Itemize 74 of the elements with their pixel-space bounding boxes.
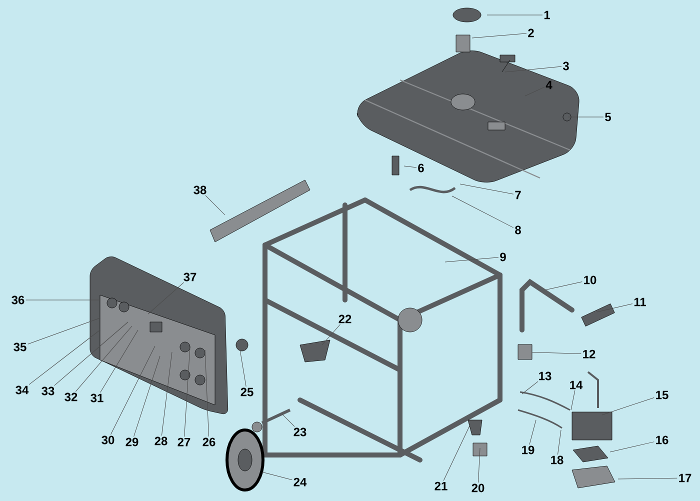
leader-line: [460, 184, 514, 194]
callout-number: 9: [500, 252, 506, 262]
callout-number: 5: [605, 112, 611, 122]
leader-line: [529, 420, 536, 445]
callout-number: 20: [472, 484, 484, 492]
leader-line: [110, 346, 156, 435]
callout-number: 33: [42, 386, 54, 396]
leader-line: [161, 352, 172, 436]
leader-line: [54, 322, 128, 386]
leader-line: [544, 282, 582, 290]
leader-line: [570, 390, 576, 410]
callout-number: 23: [294, 428, 306, 436]
leader-line: [184, 346, 190, 437]
leader-line: [262, 472, 292, 480]
leader-line: [75, 326, 132, 392]
callout-number: 27: [178, 438, 190, 446]
callout-number: 28: [154, 436, 168, 446]
callout-number: 11: [634, 298, 646, 306]
leader-line: [28, 330, 100, 385]
leader-line: [100, 330, 138, 393]
callout-number: 25: [240, 388, 254, 396]
callout-number: 30: [102, 436, 114, 444]
callout-number: 1: [544, 10, 550, 20]
leader-line: [444, 257, 499, 262]
leader-line: [504, 66, 562, 72]
leader-line: [486, 14, 543, 16]
callout-number: 24: [294, 478, 307, 486]
leader-line: [472, 33, 527, 38]
callout-number: 18: [551, 456, 564, 464]
callout-number: 15: [656, 390, 668, 400]
leader-line: [404, 166, 417, 168]
callout-number: 12: [583, 350, 596, 358]
leader-line: [618, 478, 678, 480]
leader-line: [596, 304, 633, 312]
callout-number: 14: [570, 380, 583, 390]
callout-number: 36: [12, 296, 24, 304]
leader-line: [557, 430, 562, 455]
callout-number: 4: [546, 80, 552, 90]
leader-line: [28, 318, 100, 344]
leader-line: [478, 448, 480, 483]
callout-number: 17: [679, 474, 692, 482]
callout-number: 10: [584, 276, 596, 284]
bracket-part: [518, 344, 532, 360]
callout-number: 32: [64, 392, 78, 402]
leader-line: [322, 324, 340, 346]
callout-number: 16: [656, 436, 668, 444]
callout-number: 26: [202, 438, 216, 446]
leader-line: [282, 414, 295, 427]
callout-number: 2: [528, 28, 534, 38]
callout-number: 13: [539, 372, 552, 380]
leader-line: [522, 381, 538, 394]
callout-number: 7: [515, 190, 521, 200]
callout-number: 22: [338, 314, 352, 324]
leader-line: [240, 350, 246, 387]
callout-number: 8: [515, 226, 521, 234]
callout-number: 35: [14, 342, 26, 352]
leader-line: [568, 116, 604, 118]
callout-number: 29: [126, 438, 138, 446]
leader-line: [602, 397, 654, 416]
leader-line: [134, 356, 160, 437]
leader-line: [205, 195, 226, 216]
leader-line: [532, 352, 582, 354]
leader-line: [443, 424, 470, 481]
callout-number: 3: [562, 62, 569, 70]
callout-number: 38: [194, 186, 206, 194]
callout-number: 6: [418, 164, 424, 172]
leader-line: [452, 196, 514, 228]
callout-number: 34: [16, 386, 29, 394]
leader-line: [610, 442, 654, 452]
callout-number: 37: [184, 272, 196, 282]
leader-line: [204, 350, 210, 437]
callout-number: 21: [434, 482, 448, 490]
callout-number: 19: [522, 446, 534, 454]
callout-number: 31: [90, 394, 104, 402]
